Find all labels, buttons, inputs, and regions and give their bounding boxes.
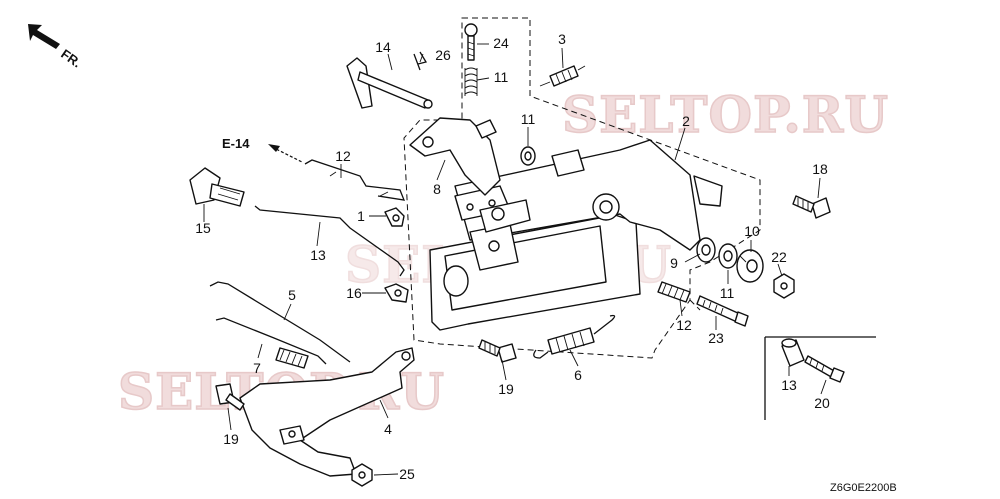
rod-clip-1	[384, 207, 405, 227]
callout-19-right: 18	[812, 161, 828, 177]
callout-11-lower: 11	[720, 285, 735, 301]
diagram-code: Z6G0E2200B	[830, 482, 897, 494]
bolt-20	[215, 383, 245, 411]
lever-clip	[413, 51, 428, 71]
screw-21	[804, 355, 845, 383]
front-direction-arrow-icon	[28, 24, 60, 49]
rod-14-detail	[329, 171, 389, 197]
choke-lever	[346, 57, 433, 109]
nut-25	[351, 463, 373, 487]
friction-plate-10	[736, 249, 764, 283]
choke-knob	[189, 167, 245, 207]
callout-13: 13	[781, 377, 797, 393]
reference-label: E-14	[222, 136, 250, 151]
choke-rod-14	[304, 159, 406, 201]
callout-1: 1	[357, 208, 365, 224]
screw-24	[464, 23, 478, 61]
reference-arrow-icon	[268, 144, 303, 163]
callout-26: 26	[435, 47, 451, 63]
assembly-boundary	[403, 17, 761, 359]
flange-bolt-19-right	[792, 195, 831, 219]
link-rod-7	[215, 317, 327, 365]
callout-11-upper: 11	[521, 111, 536, 127]
washer-11-lower	[718, 243, 738, 269]
callout-12-lower: 12	[676, 317, 692, 333]
callout-18: 16	[346, 285, 362, 301]
callout-3: 3	[558, 31, 566, 47]
callout-5: 5	[288, 287, 296, 303]
front-direction-label: FR.	[58, 46, 84, 70]
control-lever-plate	[409, 117, 531, 233]
leader-lines	[203, 43, 827, 476]
callout-9: 9	[670, 255, 678, 271]
spring-7	[275, 347, 309, 369]
callout-23: 23	[708, 330, 724, 346]
callout-labels: 14 26 24 11 3 11 2 8 12 1 18 13 15 16 9 …	[195, 31, 830, 482]
governor-arm-4	[239, 347, 415, 477]
governor-rod-5	[209, 281, 351, 363]
callout-12-upper: 11	[494, 69, 509, 85]
inset-box	[764, 336, 876, 420]
callout-10: 10	[744, 223, 760, 239]
callout-7: 7	[253, 360, 261, 376]
callout-8: 8	[433, 181, 441, 197]
washer-11-upper	[520, 146, 536, 166]
spring-12-lower	[657, 281, 691, 303]
callout-16: 14	[375, 39, 391, 55]
return-spring-3	[539, 65, 586, 87]
watermark-top: SELTOP.RU	[562, 85, 889, 144]
rod-clip-18	[384, 283, 409, 303]
washer-9	[696, 237, 716, 263]
callout-15: 13	[310, 247, 326, 263]
governor-spring-6	[533, 314, 616, 359]
callout-17: 15	[195, 220, 211, 236]
callout-20: 19	[223, 431, 239, 447]
callout-4: 4	[384, 421, 392, 437]
control-base-bracket	[429, 139, 723, 331]
spring-12-upper	[464, 67, 478, 96]
callout-19-lower: 19	[498, 381, 514, 397]
callout-25: 25	[399, 466, 415, 482]
callout-6: 6	[574, 367, 582, 383]
callout-14: 12	[335, 148, 351, 164]
callout-21: 20	[814, 395, 830, 411]
flange-bolt-19-lower	[478, 339, 517, 363]
callout-22: 22	[771, 249, 787, 265]
screw-23	[696, 295, 749, 327]
throttle-rod-15	[254, 205, 405, 277]
spacer-13	[781, 338, 805, 367]
callout-24: 24	[493, 35, 509, 51]
nut-22	[773, 273, 795, 299]
callout-2: 2	[682, 113, 690, 129]
